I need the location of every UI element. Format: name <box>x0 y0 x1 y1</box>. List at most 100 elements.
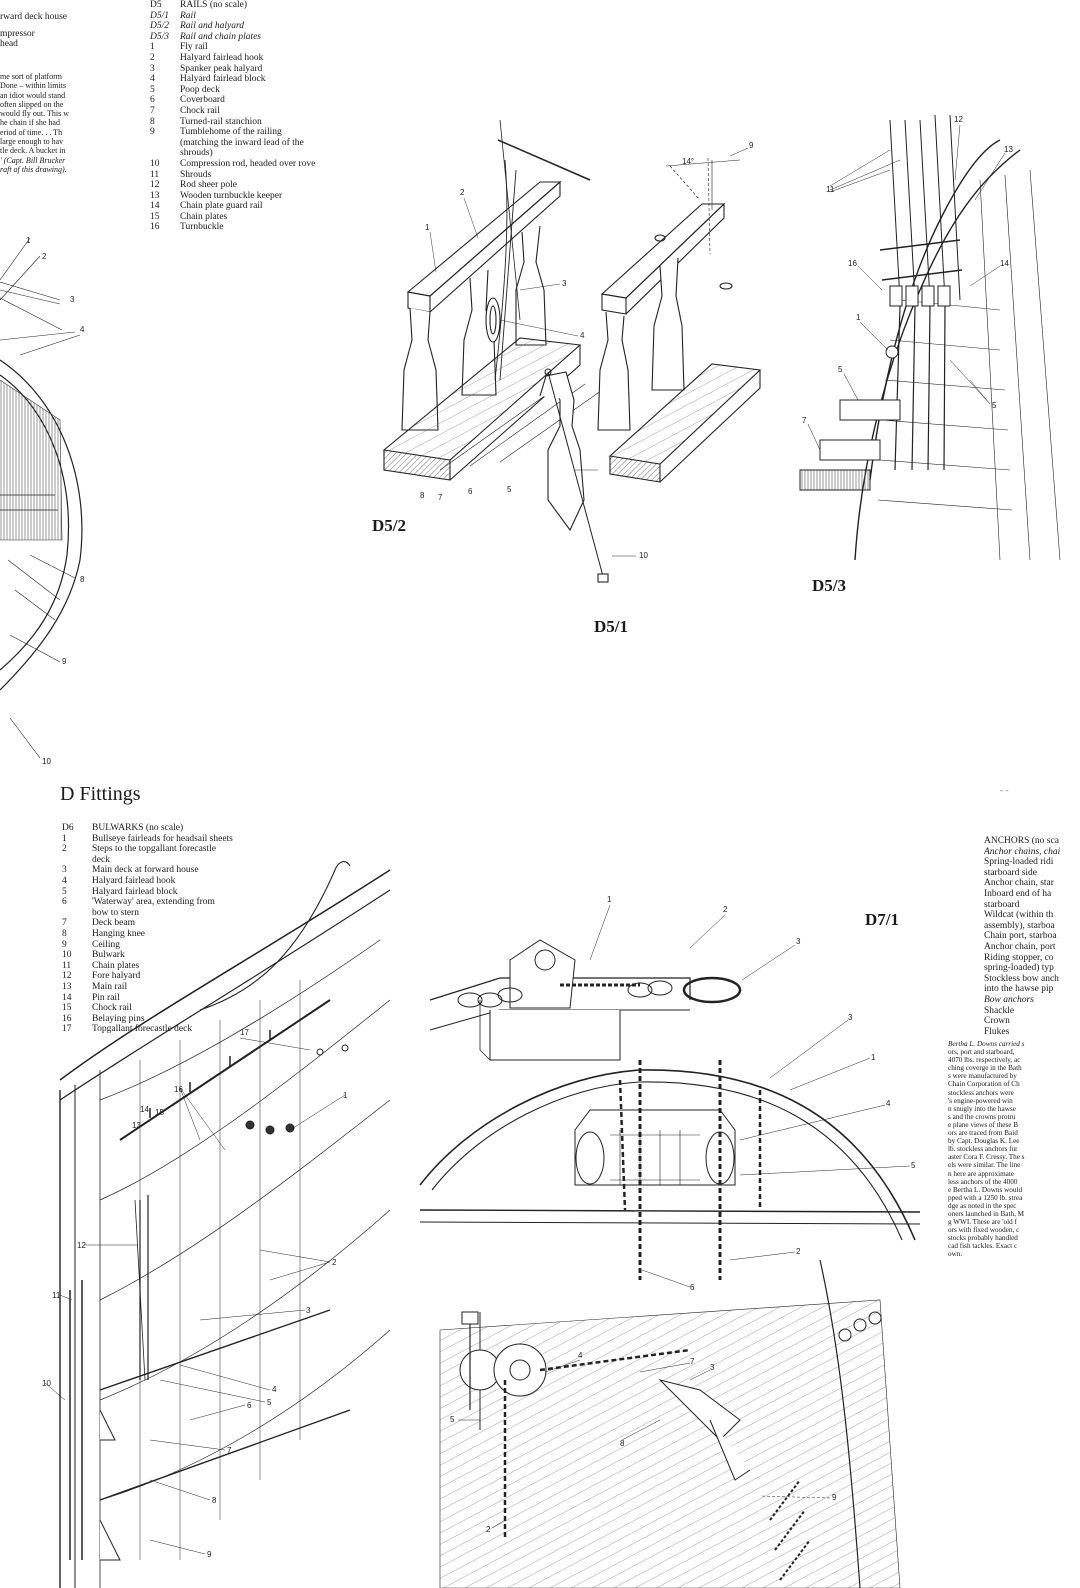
callout-number: 16 <box>174 1085 183 1094</box>
note-line: large enough to hav <box>0 137 64 147</box>
callout-number: 3 <box>796 937 801 946</box>
note-line: stocks probably handled <box>948 1234 1018 1243</box>
fragment-line: Stockless bow anch <box>984 973 1059 984</box>
note-line: ors are traced from Baid <box>948 1129 1018 1138</box>
note-line: me sort of platform <box>0 72 62 81</box>
note-line: tle deck. A bucket in <box>0 146 66 156</box>
note-line: ors, port and starboard, <box>948 1048 1015 1057</box>
fragment-line: Anchor chains, chai <box>984 846 1061 857</box>
note-line: lb. stockless anchors fur <box>948 1145 1018 1154</box>
callout-number: 6 <box>690 1283 695 1292</box>
note-line: cad fish tackles. Exact c <box>948 1242 1018 1251</box>
callout-number: 5 <box>911 1161 916 1170</box>
note-line: n here are approximate <box>948 1169 1015 1178</box>
legend-row: shrouds) <box>180 148 213 159</box>
callout-number: 8 <box>620 1439 625 1448</box>
fragment-line: Flukes <box>984 1026 1010 1037</box>
callout-number: 1 <box>856 313 861 322</box>
d7-note-fragment: Bertha L. Downs carried s ors, port and … <box>948 1040 1080 1259</box>
note-line: often slipped on the <box>0 99 64 109</box>
note-line: oners launched in Bath, M <box>948 1209 1025 1218</box>
fragment-line: ANCHORS (no sca <box>984 836 1059 846</box>
callout-number: 1 <box>343 1091 348 1100</box>
callout-number: 12 <box>954 115 963 124</box>
note-line: aster Cora F. Cressy. The s <box>948 1153 1025 1162</box>
callout-number: 15 <box>155 1108 164 1117</box>
callout-number: 5 <box>992 401 997 410</box>
callout-number: 4 <box>272 1385 277 1394</box>
legend-row: deck <box>92 854 110 865</box>
d5-1-angle-label: 14° <box>682 157 694 166</box>
legend-row: bow to stern <box>92 907 139 918</box>
top-left-caption-fragment: rward deck house mpressor head <box>0 12 135 50</box>
callout-number: 9 <box>207 1550 212 1559</box>
callout-number: 3 <box>562 279 567 288</box>
callout-number: 9 <box>62 657 67 666</box>
d7-1-drawing <box>419 904 921 1588</box>
fragment-line: Chain port, starboa <box>984 931 1057 942</box>
note-line: eriod of time. . . Th <box>0 127 63 137</box>
note-line: e Bertha L. Downs would <box>948 1185 1023 1194</box>
callout-number: 5 <box>507 485 512 494</box>
callout-number: 13 <box>132 1121 141 1130</box>
section-title: D Fittings <box>60 783 141 805</box>
callout-number: 2 <box>723 905 728 914</box>
callout-number: 14 <box>1000 259 1009 268</box>
callout-number: 8 <box>420 491 425 500</box>
top-left-note-fragment: me sort of platform Done – within limits… <box>0 72 112 174</box>
fragment-line: Bow anchors <box>984 994 1034 1005</box>
callout-number: 9 <box>749 141 754 150</box>
callout-number: 2 <box>460 188 465 197</box>
fragment-line: head <box>0 39 18 50</box>
callout-number: 7 <box>802 416 807 425</box>
callout-number: 7 <box>227 1446 232 1455</box>
callout-number: 7 <box>690 1357 695 1366</box>
d5-3-drawing <box>799 114 1061 561</box>
note-line: stockless anchors were <box>948 1088 1014 1097</box>
note-line: an idiot would stand <box>0 90 66 100</box>
fragment-line: Wildcat (within th <box>984 910 1054 921</box>
callout-number: 10 <box>42 1379 51 1388</box>
note-line: Bertha L. Downs carried s <box>948 1040 1025 1048</box>
callout-number: 1 <box>26 236 31 245</box>
callout-number: 2 <box>796 1247 801 1256</box>
figure-label-d5-1: D5/1 <box>594 617 628 636</box>
callout-number: 13 <box>1004 145 1013 154</box>
callout-number: 5 <box>838 365 843 374</box>
d5-1-callouts: 9 10 <box>639 141 754 560</box>
note-line: dge as noted in the spec <box>948 1201 1017 1210</box>
note-line: ching coverge in the Bath <box>948 1064 1022 1073</box>
d5-2-callouts: 1 2 3 4 8 7 6 5 <box>420 188 585 502</box>
page-mark: - - <box>1000 786 1009 796</box>
note-line: pped with a 1250 lb. strea <box>948 1193 1023 1202</box>
note-line: 's engine-powered win <box>948 1096 1013 1105</box>
callout-number: 4 <box>580 331 585 340</box>
callout-number: 3 <box>70 295 75 304</box>
note-line: Done – within limits <box>0 81 66 91</box>
d5-2-leaders <box>429 197 579 337</box>
fragment-line: spring-loaded) typ <box>984 963 1054 974</box>
callout-number: 4 <box>578 1351 583 1360</box>
fragment-line: starboard side <box>984 867 1038 878</box>
